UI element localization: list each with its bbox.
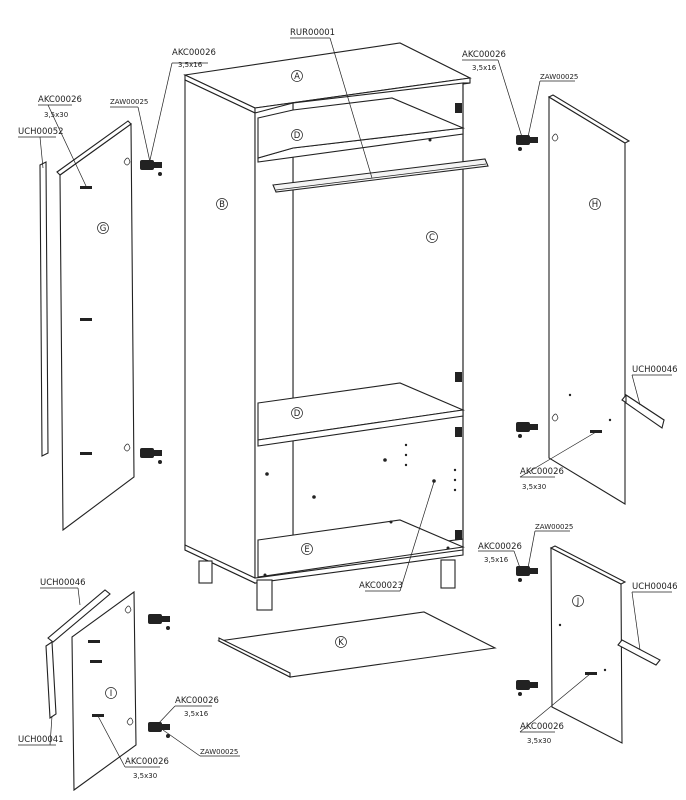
hinge-icon	[148, 614, 170, 630]
label-hinge-right-top: AKC00026	[462, 50, 506, 60]
label-strip-right: UCH00046	[632, 365, 678, 375]
leader-lines	[18, 37, 672, 768]
label-hinge-left-bottom-size: 3,5x16	[184, 710, 209, 718]
door-g	[56, 120, 135, 532]
letter-c: C	[429, 233, 435, 243]
letter-g: G	[100, 224, 107, 234]
label-hinge-right-top-size: 3,5x16	[472, 64, 497, 72]
letter-b: B	[219, 200, 225, 210]
label-strip-left-bottom2: UCH00041	[18, 735, 64, 745]
strip-uch00046-right-bottom	[617, 639, 661, 666]
label-hinge-right-bottom-size: 3,5x16	[484, 556, 509, 564]
letter-k: K	[338, 638, 344, 648]
label-screw-door-g-size: 3,5x30	[44, 111, 68, 119]
letter-j: J	[576, 597, 580, 607]
label-zaw-right-bottom: ZAW00025	[535, 523, 573, 531]
label-hinge-left-bottom: AKC00026	[175, 696, 219, 706]
label-screw-door-j: AKC00026	[520, 722, 564, 732]
leg-back-left	[198, 560, 213, 584]
hinge-icon	[516, 680, 538, 696]
part-codes: RUR00001 AKC00026 3,5x16 AKC00026 3,5x16…	[18, 28, 678, 780]
panel-e-bottom	[257, 519, 466, 578]
label-top-rail: RUR00001	[290, 28, 335, 38]
panel-c-back	[292, 82, 464, 562]
hinge-icon	[140, 448, 162, 464]
hinge-icon	[516, 566, 538, 582]
label-hinge-left-top: AKC00026	[172, 48, 216, 58]
hinge-icon	[148, 722, 170, 738]
hinge-icons	[140, 135, 538, 738]
letter-a: A	[294, 72, 300, 82]
letter-d-lower: D	[294, 409, 301, 419]
letter-e: E	[304, 545, 309, 555]
label-screw-door-i: AKC00026	[125, 757, 169, 767]
leg-front-left	[256, 579, 273, 611]
hinge-icon	[516, 422, 538, 438]
cabinet-body	[183, 42, 489, 611]
label-strip-left-bottom: UCH00046	[40, 578, 86, 588]
panel-k	[217, 611, 497, 678]
strip-uch00046-left	[47, 589, 111, 643]
hinge-icon	[516, 135, 538, 151]
strip-uch00041	[45, 641, 57, 719]
label-screw-door-g: AKC00026	[38, 95, 82, 105]
door-h	[547, 94, 631, 505]
letter-d-upper: D	[294, 131, 301, 141]
label-zaw-left-top: ZAW00025	[110, 98, 148, 106]
label-screw-door-j-size: 3,5x30	[527, 737, 551, 745]
letter-i: I	[110, 689, 113, 699]
panel-b-side	[184, 79, 256, 584]
label-zaw-right-top: ZAW00025	[540, 73, 578, 81]
leg-back-right	[440, 559, 456, 589]
letter-h: H	[592, 200, 598, 210]
label-strip-right-bottom: UCH00046	[632, 582, 678, 592]
part-letters: A B C D D E G H I J K	[97, 70, 601, 699]
label-screw-door-i-size: 3,5x30	[133, 772, 157, 780]
label-zaw-left-bottom: ZAW00025	[200, 748, 238, 756]
strip-uch00052	[39, 161, 49, 457]
label-hinge-right-bottom: AKC00026	[478, 542, 522, 552]
label-center-screw: AKC00023	[359, 581, 403, 591]
door-i	[71, 590, 137, 792]
hinge-icon	[140, 160, 162, 176]
label-strip-left: UCH00052	[18, 127, 64, 137]
label-hinge-left-top-size: 3,5x16	[178, 61, 203, 69]
label-screw-door-h-size: 3,5x30	[522, 483, 546, 491]
label-screw-door-h: AKC00026	[520, 467, 564, 477]
door-j	[549, 545, 627, 744]
